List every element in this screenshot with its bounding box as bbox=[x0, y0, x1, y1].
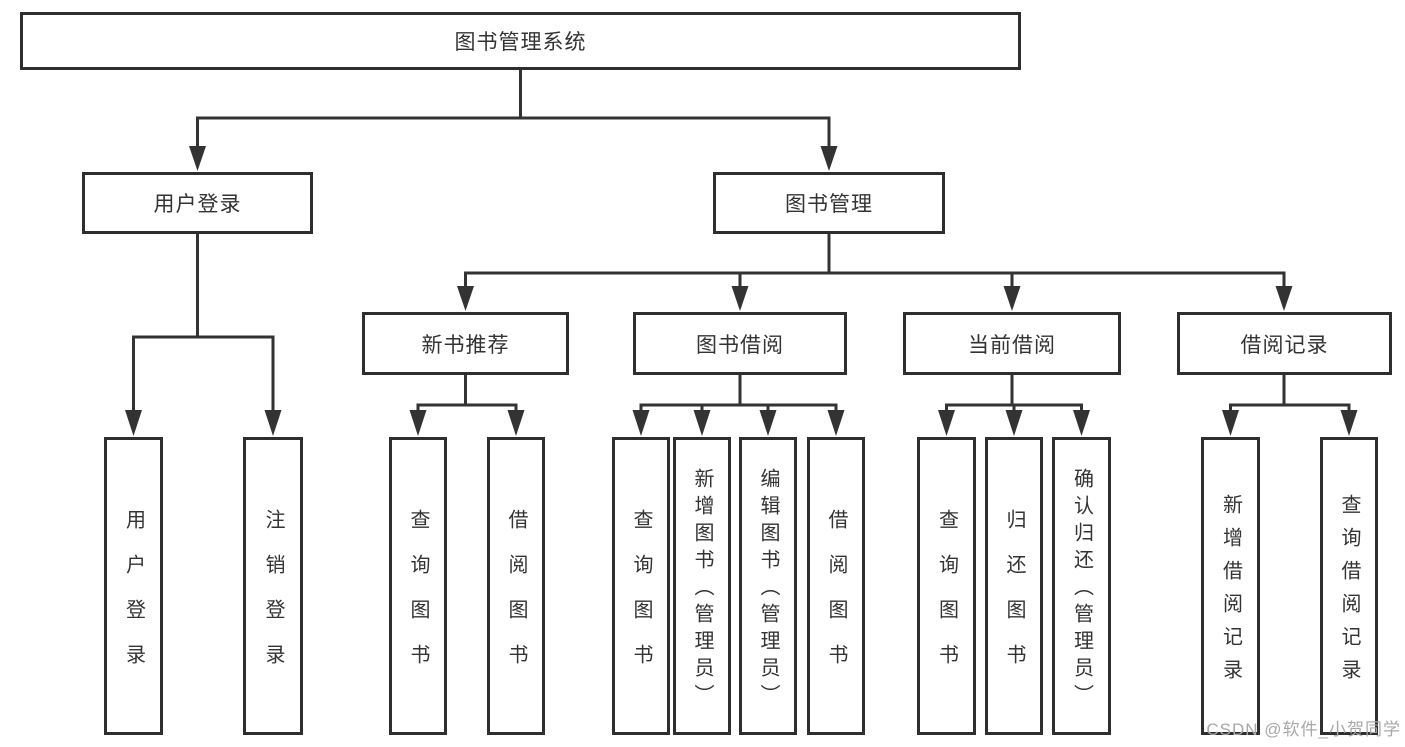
node-root-library-system: 图书管理系统 bbox=[20, 12, 1021, 70]
leaf-add-borrow-record: 新增借阅记录 bbox=[1201, 437, 1260, 735]
node-label: 借阅图书 bbox=[825, 508, 847, 689]
node-borrow-record: 借阅记录 bbox=[1177, 312, 1392, 375]
node-label: 借阅图书 bbox=[505, 508, 527, 689]
leaf-edit-book-admin: 编辑图书（管理员） bbox=[739, 437, 797, 735]
leaf-logout: 注销登录 bbox=[243, 437, 303, 735]
node-label: 借阅记录 bbox=[1240, 333, 1329, 357]
node-user-login: 用户登录 bbox=[82, 172, 313, 234]
leaf-add-book-admin: 新增图书（管理员） bbox=[673, 437, 731, 735]
node-label: 用户登录 bbox=[153, 193, 242, 216]
node-label: 注销登录 bbox=[262, 508, 284, 689]
node-label: 图书借阅 bbox=[696, 333, 784, 357]
leaf-query-books-3: 查询图书 bbox=[917, 437, 976, 735]
leaf-query-books-2: 查询图书 bbox=[612, 437, 670, 735]
leaf-query-borrow-record: 查询借阅记录 bbox=[1320, 437, 1378, 735]
node-label: 确认归还（管理员） bbox=[1070, 468, 1093, 711]
node-label: 用户登录 bbox=[122, 508, 145, 689]
node-label: 查询图书 bbox=[935, 508, 958, 689]
leaf-return-book: 归还图书 bbox=[985, 437, 1043, 735]
node-label: 新增借阅记录 bbox=[1219, 493, 1242, 692]
node-book-borrow: 图书借阅 bbox=[633, 312, 847, 375]
node-label: 查询图书 bbox=[407, 508, 429, 689]
node-label: 图书管理系统 bbox=[454, 31, 587, 54]
leaf-query-books-1: 查询图书 bbox=[389, 437, 447, 735]
node-label: 查询图书 bbox=[630, 508, 652, 689]
node-label: 归还图书 bbox=[1003, 508, 1025, 689]
leaf-confirm-return-admin: 确认归还（管理员） bbox=[1052, 437, 1111, 735]
node-label: 图书管理 bbox=[785, 193, 873, 216]
node-label: 当前借阅 bbox=[968, 333, 1056, 357]
node-current-borrow: 当前借阅 bbox=[903, 312, 1121, 375]
node-label: 查询借阅记录 bbox=[1338, 493, 1360, 692]
node-book-management: 图书管理 bbox=[713, 172, 945, 234]
arrowheads bbox=[125, 146, 1358, 436]
node-new-book-recommend: 新书推荐 bbox=[362, 312, 569, 375]
node-label: 编辑图书（管理员） bbox=[757, 468, 779, 711]
leaf-borrow-books-2: 借阅图书 bbox=[807, 437, 865, 735]
leaf-user-login: 用户登录 bbox=[104, 437, 163, 735]
csdn-watermark: CSDN @软件_小贺同学 bbox=[1206, 720, 1401, 739]
leaf-borrow-books-1: 借阅图书 bbox=[487, 437, 545, 735]
node-label: 新增图书（管理员） bbox=[691, 468, 713, 711]
node-label: 新书推荐 bbox=[421, 333, 510, 357]
